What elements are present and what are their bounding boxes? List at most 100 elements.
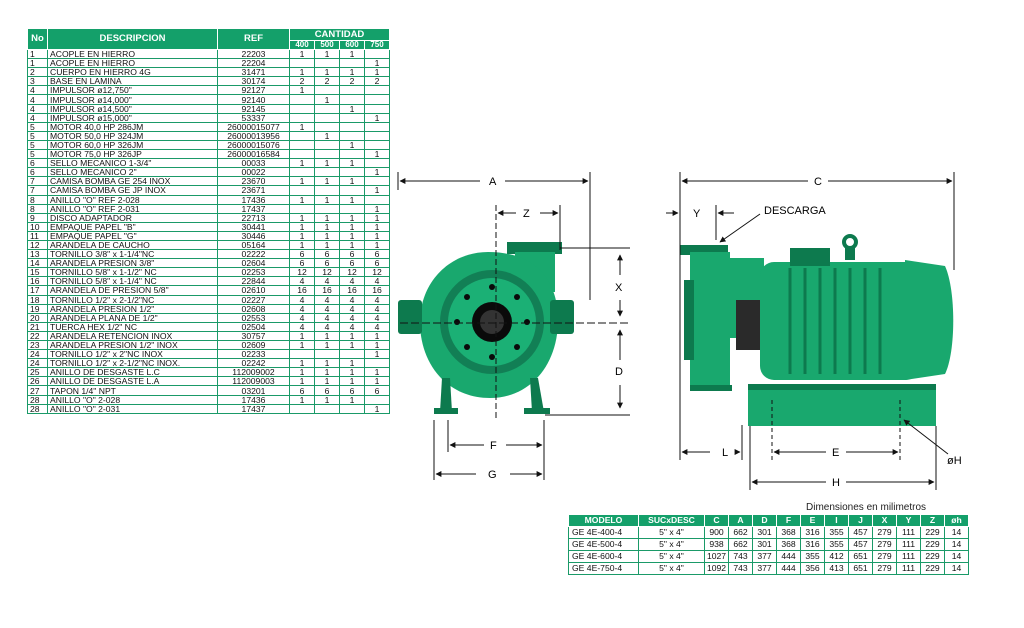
dimensions-header-cell: Z (920, 514, 945, 527)
dimension-value: 355 (824, 538, 849, 551)
parts-table: No DESCRIPCION REF CANTIDAD 400 500 600 … (27, 28, 390, 414)
dimension-value: 1027 (704, 550, 729, 563)
side-dimension-lines (666, 172, 955, 490)
dimension-value: 457 (848, 538, 873, 551)
dimension-value: 5" x 4" (638, 550, 705, 563)
dimension-value: 377 (752, 550, 777, 563)
dimension-value: 316 (800, 526, 825, 539)
part-quantity (364, 358, 390, 369)
part-quantity: 6 (364, 258, 390, 269)
dimension-value: 316 (800, 538, 825, 551)
dimension-value: 938 (704, 538, 729, 551)
dim-label-x: X (615, 282, 623, 294)
dimension-value: 377 (752, 562, 777, 575)
dimension-value: 279 (872, 550, 897, 563)
dimension-value: 229 (920, 526, 945, 539)
part-quantity: 4 (364, 276, 390, 287)
dimension-value: 14 (944, 562, 969, 575)
dimension-value: 457 (848, 526, 873, 539)
dim-label-l: L (722, 447, 728, 459)
part-quantity: 1 (364, 339, 390, 351)
part-quantity: 1 (364, 112, 390, 123)
dimensions-header-cell: øh (944, 514, 969, 527)
part-quantity: 1 (364, 67, 390, 78)
part-quantity: 6 (364, 249, 390, 260)
model-name: GE 4E-750-4 (568, 562, 639, 575)
model-name: GE 4E-400-4 (568, 526, 639, 539)
dimension-value: 743 (728, 562, 753, 575)
part-quantity (364, 85, 390, 96)
dimension-value: 355 (824, 526, 849, 539)
dimension-value: 662 (728, 538, 753, 551)
dimension-value: 743 (728, 550, 753, 563)
dimensions-header-cell: SUCxDESC (638, 514, 705, 527)
dimension-value: 662 (728, 526, 753, 539)
dim-label-f: F (490, 440, 497, 452)
dimension-value: 229 (920, 550, 945, 563)
pump-side-view (680, 234, 954, 426)
dim-label-y: Y (693, 208, 701, 220)
dimension-value: 5" x 4" (638, 526, 705, 539)
pump-front-view (398, 242, 574, 414)
dimension-value: 111 (896, 562, 921, 575)
dimension-value: 301 (752, 538, 777, 551)
dimension-value: 229 (920, 538, 945, 551)
dimension-value: 412 (824, 550, 849, 563)
dim-label-descarga: DESCARGA (764, 205, 826, 217)
dimension-value: 14 (944, 538, 969, 551)
part-quantity: 4 (364, 321, 390, 332)
dim-label-e: E (832, 447, 839, 459)
dimensions-header-cell: C (704, 514, 729, 527)
dim-label-d: D (615, 366, 623, 378)
part-quantity: 16 (364, 285, 390, 296)
dimension-value: 368 (776, 526, 801, 539)
dimension-value: 279 (872, 526, 897, 539)
dimension-value: 279 (872, 538, 897, 551)
model-name: GE 4E-500-4 (568, 538, 639, 551)
part-quantity (364, 103, 390, 114)
part-quantity: 4 (364, 303, 390, 314)
part-quantity: 1 (364, 330, 390, 342)
dimension-value: 111 (896, 538, 921, 551)
dimension-value: 14 (944, 526, 969, 539)
dimensions-header-cell: MODELO (568, 514, 639, 527)
dimension-value: 229 (920, 562, 945, 575)
dimensions-header-cell: E (800, 514, 825, 527)
part-quantity: 2 (364, 76, 390, 87)
dimension-value: 900 (704, 526, 729, 539)
dim-label-z: Z (523, 208, 530, 220)
part-quantity: 1 (364, 58, 390, 69)
dimensions-caption: Dimensiones en milimetros (806, 502, 927, 513)
dim-label-oh: øH (947, 455, 962, 467)
dimension-value: 444 (776, 562, 801, 575)
header-description: DESCRIPCION (47, 28, 218, 50)
part-quantity: 1 (364, 403, 390, 414)
dim-label-c: C (814, 176, 822, 188)
dimension-value: 651 (848, 562, 873, 575)
dimension-value: 111 (896, 526, 921, 539)
part-quantity (364, 94, 390, 105)
dimensions-header-cell: F (776, 514, 801, 527)
